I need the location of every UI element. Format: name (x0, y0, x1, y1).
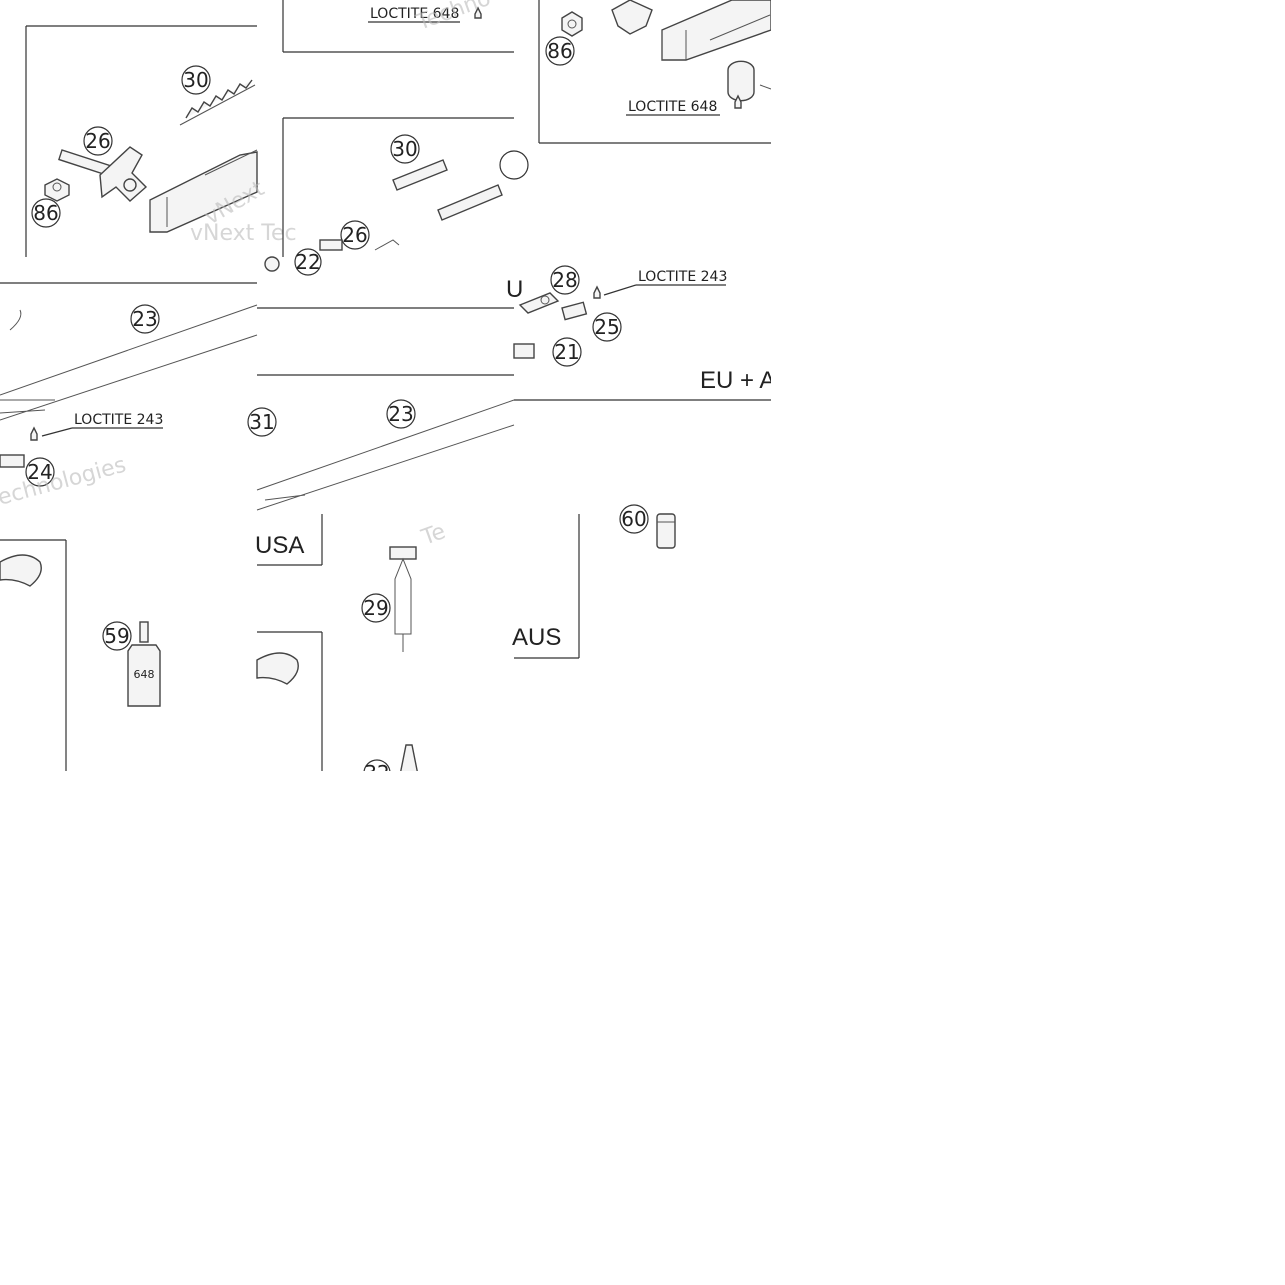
spring-part (392, 159, 448, 191)
callout-25: 25 (594, 315, 619, 339)
callout-21: 21 (554, 340, 579, 364)
callout-circle (552, 337, 582, 367)
tile-8: 31 23 USA (247, 374, 515, 566)
loctite-drop-icon (30, 426, 38, 441)
bolt-part (319, 239, 343, 251)
side-stand-part (661, 0, 772, 61)
callout-circle (130, 304, 160, 334)
loctite-note: LOCTITE 243 (638, 269, 727, 285)
callout-circle (545, 36, 575, 66)
spring-part (179, 79, 256, 126)
bracket-part (518, 292, 560, 314)
bolt-part (513, 343, 535, 359)
callout-28: 28 (552, 268, 577, 292)
callout-circle (550, 265, 580, 295)
stand-foot-part (0, 554, 42, 587)
region-label: U (506, 276, 523, 303)
tile-9: 60 (619, 504, 676, 549)
callout-23: 23 (388, 402, 413, 426)
callout-circle (83, 126, 113, 156)
callout-30: 30 (183, 68, 208, 92)
tile-4: 30 26 22 (264, 117, 529, 276)
side-stand-part (149, 149, 258, 233)
bottle-label: 648 (134, 668, 155, 681)
callout-circle (619, 504, 649, 534)
callout-60: 60 (621, 507, 646, 531)
callout-31: 31 (249, 410, 274, 434)
tile-10: 59 648 (0, 539, 161, 771)
loctite-note: LOCTITE 243 (74, 412, 163, 428)
spring-part (437, 184, 503, 221)
callout-26: 26 (342, 223, 367, 247)
tile-11: 29 32 AUS Te (256, 514, 580, 787)
pivot-bolt-part (611, 0, 653, 35)
stand-foot-part (256, 652, 299, 685)
callout-circle (386, 399, 416, 429)
watermark: vNext Tec (190, 221, 297, 246)
callout-circle (340, 220, 370, 250)
bushing-part (727, 60, 755, 102)
tile-gap (0, 0, 257, 20)
callout-26: 26 (85, 129, 110, 153)
tile-6: 28 LOCTITE 243 25 21 EU + A (513, 265, 775, 401)
callout-circle (31, 198, 61, 228)
callout-circle (592, 312, 622, 342)
region-label: EU + A (700, 367, 775, 394)
callout-circle (181, 65, 211, 95)
tile-7: 23 LOCTITE 243 24 echnologies (0, 282, 258, 511)
callout-circle (294, 248, 322, 276)
tile-1: 30 26 86 vNext Tec (25, 25, 297, 257)
loctite-bottle-part: 648 (127, 621, 161, 707)
tile-2: LOCTITE 648 Techno (282, 0, 514, 53)
callout-59: 59 (104, 624, 129, 648)
bolt-part (0, 454, 25, 468)
watermark: Te (418, 519, 449, 551)
callout-circle (25, 457, 55, 487)
bolt-part (561, 301, 588, 321)
callout-circle (247, 407, 277, 437)
loctite-drop-icon (593, 285, 601, 299)
callout-22: 22 (295, 250, 320, 274)
stand-leg-part (0, 304, 258, 421)
callout-circle (361, 593, 391, 623)
blank-area (0, 771, 1285, 1285)
callout-29: 29 (363, 596, 388, 620)
callout-24: 24 (27, 460, 52, 484)
callout-circle (390, 134, 420, 164)
bottle-part (656, 513, 676, 549)
pivot-bolt-part (44, 146, 148, 202)
loctite-drop-icon (474, 6, 482, 19)
tile-5: U (257, 276, 523, 309)
callout-86: 86 (33, 201, 58, 225)
loctite-note: LOCTITE 648 (628, 99, 717, 115)
tube-part (399, 744, 419, 776)
region-label: AUS (512, 624, 561, 651)
tile-3: 86 LOCTITE 648 (538, 0, 772, 144)
region-label: USA (255, 532, 304, 559)
washer-part (264, 256, 280, 272)
callout-circle (102, 621, 132, 651)
callout-30: 30 (392, 137, 417, 161)
callout-23: 23 (132, 307, 157, 331)
callout-86: 86 (547, 39, 572, 63)
loctite-note: LOCTITE 648 (370, 6, 459, 22)
nut-part (561, 11, 583, 37)
stand-leg-part (256, 399, 515, 511)
t-handle-tool-part (389, 546, 417, 652)
loctite-drop-icon (734, 94, 742, 109)
